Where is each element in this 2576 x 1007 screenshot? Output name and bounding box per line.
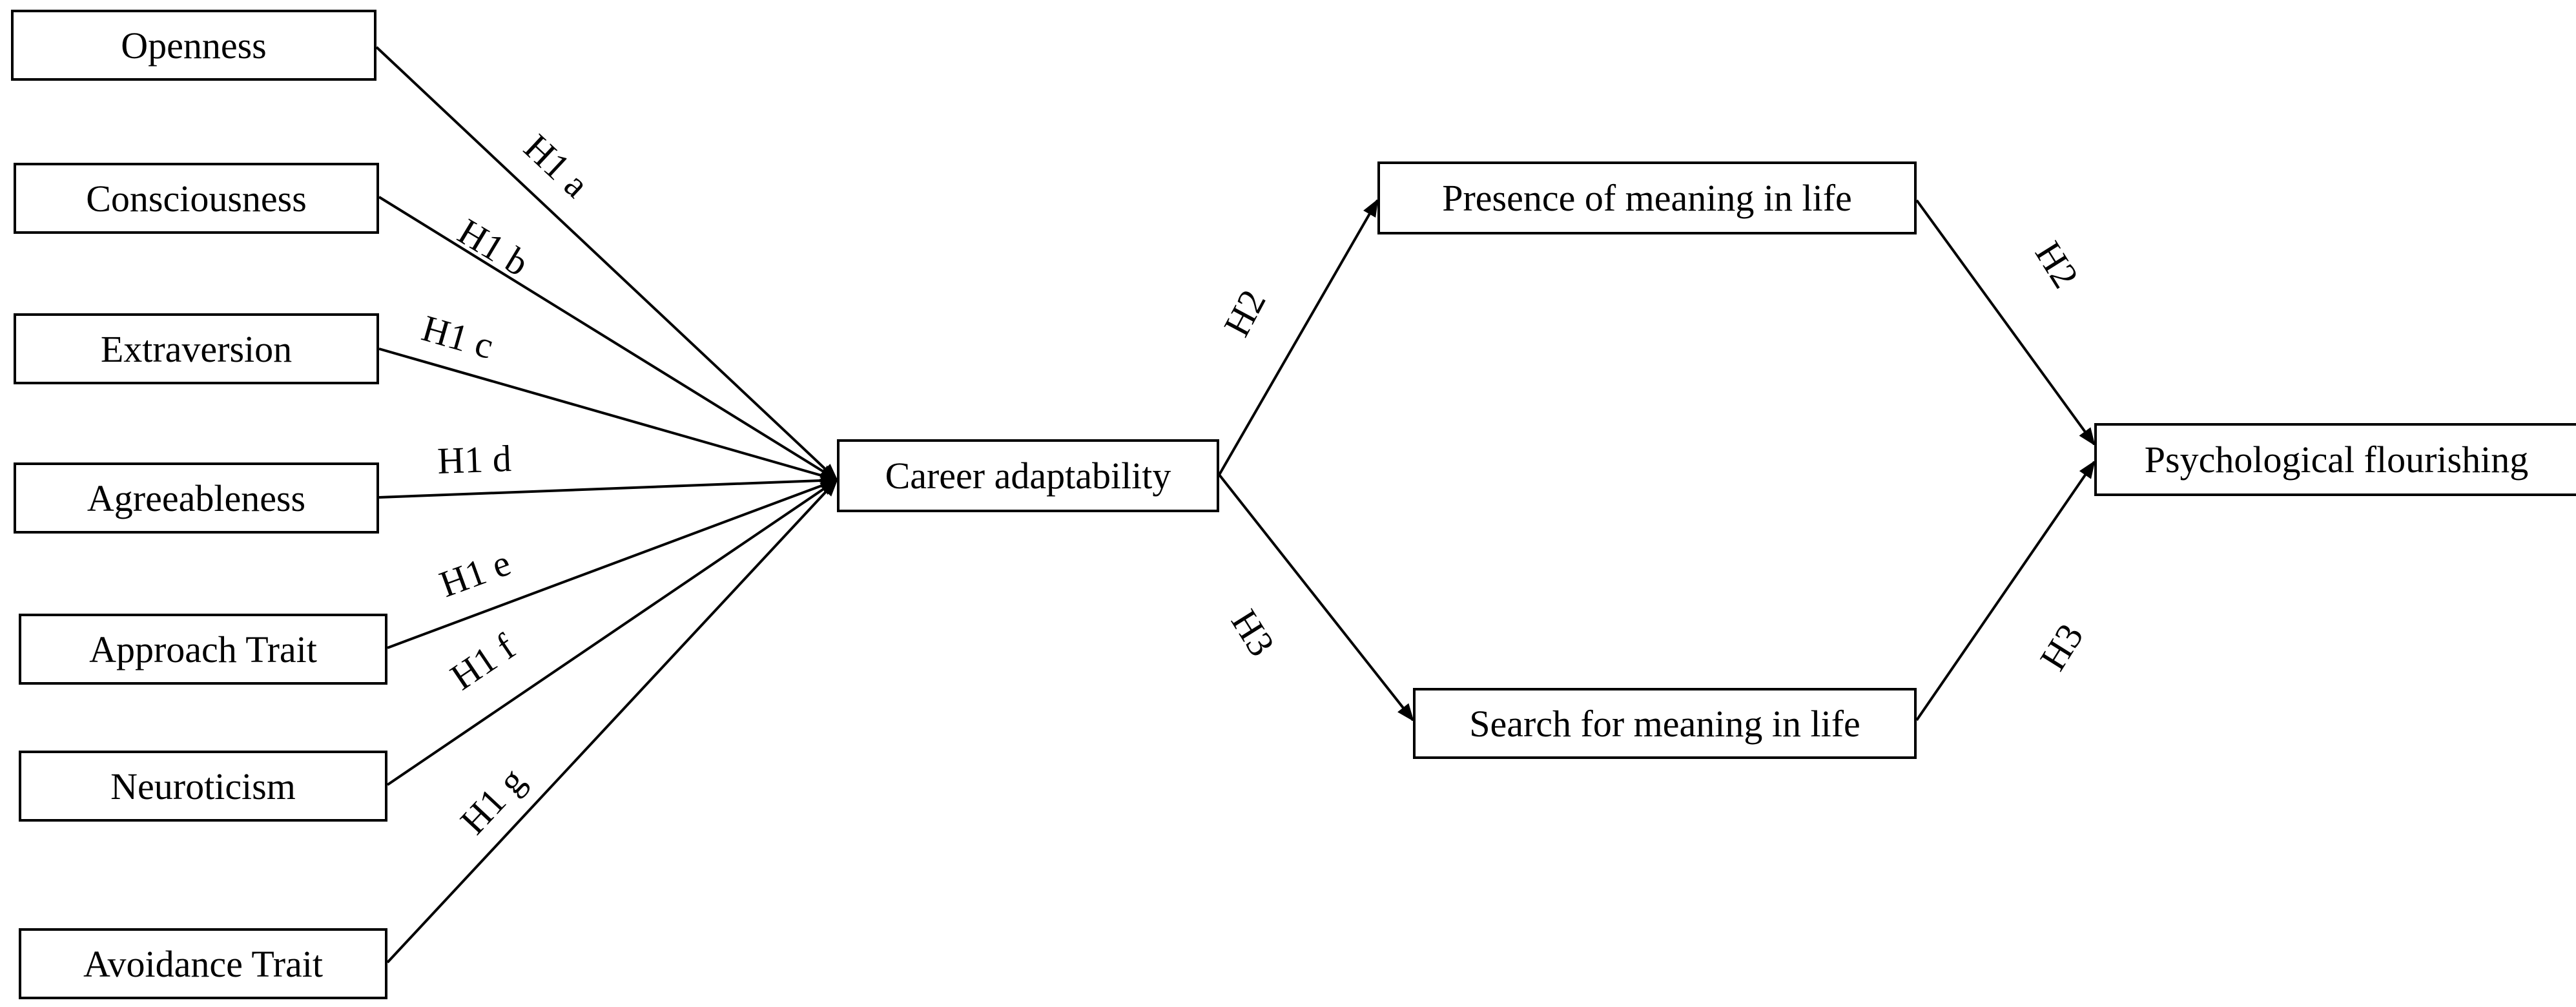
edge-search-to-flourishing (1915, 460, 2096, 722)
node-agreeableness-label: Agreeableness (87, 477, 306, 519)
label-h2-upper-right: H2 (2027, 234, 2087, 295)
edge-consciousness-to-career-adaptability (378, 196, 839, 481)
node-psychological-flourishing-label: Psychological flourishing (2144, 439, 2529, 481)
node-presence-of-meaning-label: Presence of meaning in life (1442, 177, 1852, 219)
node-search-for-meaning-label: Search for meaning in life (1469, 702, 1860, 745)
edge-openness-to-career-adaptability (375, 46, 839, 481)
label-h3-lower-left: H3 (1223, 602, 1283, 663)
label-h1c: H1 c (417, 307, 498, 367)
node-career-adaptability: Career adaptability (837, 439, 1219, 512)
node-avoidance-trait: Avoidance Trait (19, 928, 387, 999)
node-agreeableness: Agreeableness (14, 462, 379, 534)
node-career-adaptability-label: Career adaptability (885, 455, 1171, 497)
node-openness: Openness (11, 10, 376, 81)
edge-career-adaptability-to-search (1218, 473, 1414, 722)
node-neuroticism: Neuroticism (19, 751, 387, 822)
node-avoidance-trait-label: Avoidance Trait (83, 942, 324, 985)
label-h1g: H1 g (452, 760, 533, 842)
edge-neuroticism-to-career-adaptability (386, 479, 839, 786)
label-h1a: H1 a (516, 126, 597, 205)
node-neuroticism-label: Neuroticism (110, 765, 296, 807)
node-consciousness-label: Consciousness (86, 177, 307, 220)
node-search-for-meaning: Search for meaning in life (1413, 688, 1917, 759)
edge-career-adaptability-to-presence (1218, 198, 1379, 475)
edge-presence-to-flourishing (1915, 199, 2096, 446)
node-extraversion-label: Extraversion (100, 327, 293, 370)
label-h2-upper-left: H2 (1215, 283, 1274, 343)
label-h1f: H1 f (443, 625, 523, 698)
node-extraversion: Extraversion (14, 313, 379, 384)
node-approach-trait: Approach Trait (19, 614, 387, 685)
label-h1b: H1 b (451, 210, 536, 284)
label-h3-lower-right: H3 (2032, 616, 2092, 678)
node-consciousness: Consciousness (14, 163, 379, 234)
edge-agreeableness-to-career-adaptability (378, 473, 839, 499)
node-psychological-flourishing: Psychological flourishing (2094, 423, 2576, 496)
node-presence-of-meaning: Presence of meaning in life (1377, 161, 1917, 234)
edge-extraversion-to-career-adaptability (378, 348, 839, 483)
node-approach-trait-label: Approach Trait (89, 628, 317, 670)
label-h1e: H1 e (434, 541, 516, 605)
edge-avoidance-trait-to-career-adaptability (386, 478, 838, 964)
label-h1d: H1 d (437, 437, 512, 482)
edge-approach-trait-to-career-adaptability (387, 479, 839, 649)
node-openness-label: Openness (121, 24, 267, 67)
